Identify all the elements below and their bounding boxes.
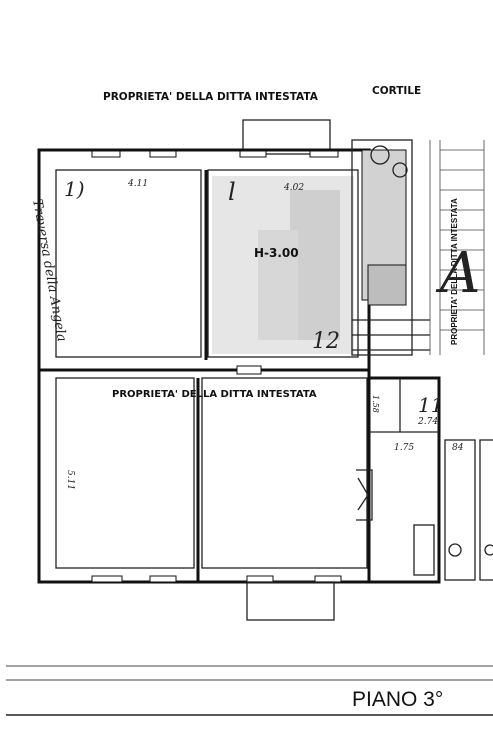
right-neighbor-label: PROPRIETA' DELLA DITTA INTESTATA <box>450 198 459 345</box>
room-l <box>207 169 359 358</box>
unit-11-label: 11 <box>418 393 443 417</box>
outer-wall <box>37 148 371 584</box>
room-4 <box>201 377 368 569</box>
room-l-hatch <box>212 176 354 354</box>
bottom-balcony <box>246 581 335 621</box>
middle-neighbor-label: PROPRIETA' DELLA DITTA INTESTATA <box>112 389 317 400</box>
room-1 <box>55 169 202 358</box>
dim-274: 2.74 <box>417 417 438 427</box>
dim-402: 4.02 <box>283 183 304 193</box>
dim-158: 1.58 <box>371 395 380 413</box>
room-3 <box>55 377 195 569</box>
courtyard-label: CORTILE <box>372 85 421 97</box>
dim-175: 1.75 <box>394 443 414 453</box>
dim-511: 5.11 <box>65 470 75 490</box>
unit-11-rooms <box>356 376 493 584</box>
top-balcony <box>242 119 331 155</box>
street-label: Traversa della Angela <box>29 198 69 343</box>
unit-12-label: 12 <box>312 329 340 354</box>
right-hatch-strip <box>429 140 485 355</box>
dim-411: 4.11 <box>127 179 148 189</box>
floor-title: PIANO 3° <box>352 688 443 711</box>
stair-block <box>351 139 430 356</box>
letter-a: A <box>435 241 480 306</box>
unit-1-label: 1) <box>64 177 85 201</box>
dim-84: 84 <box>452 443 464 453</box>
room-l-label: l <box>228 178 236 206</box>
top-neighbor-label: PROPRIETA' DELLA DITTA INTESTATA <box>103 91 319 103</box>
height-label: H-3.00 <box>254 246 299 260</box>
